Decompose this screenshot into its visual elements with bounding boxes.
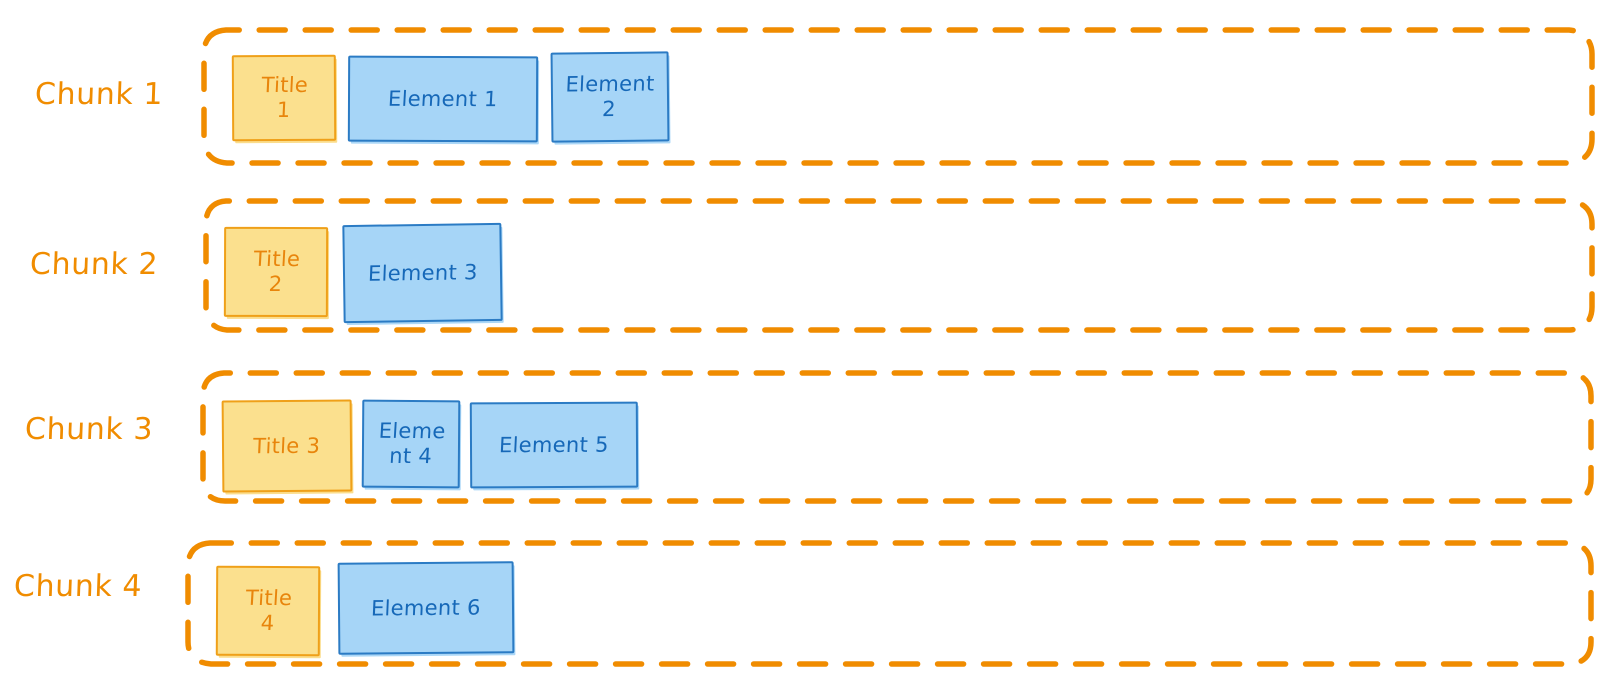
title-card-1-line2: 1	[276, 97, 291, 123]
title-card-3[interactable]: Title 3	[221, 399, 353, 493]
element-card-1-label: Element 1	[387, 86, 499, 111]
title-card-4-line1: Title	[244, 586, 293, 611]
element-card-4-line2: nt 4	[388, 443, 433, 469]
element-card-3[interactable]: Element 3	[342, 222, 503, 324]
chunk-container-2[interactable]	[202, 197, 1596, 333]
chunk-label-2: Chunk 2	[29, 247, 159, 282]
chunk-container-3[interactable]	[198, 369, 1596, 505]
element-card-2-line2: 2	[602, 96, 617, 122]
element-card-6[interactable]: Element 6	[337, 561, 515, 655]
title-card-2-line1: Title	[252, 247, 301, 272]
title-card-2-line2: 2	[267, 271, 283, 297]
chunk-label-4: Chunk 4	[13, 569, 143, 604]
chunk-container-1[interactable]	[200, 26, 1596, 166]
title-card-4-line2: 4	[259, 610, 275, 636]
element-card-5-label: Element 5	[498, 432, 610, 457]
chunk-container-4[interactable]	[184, 538, 1596, 668]
title-card-1-line1: Title	[260, 73, 309, 98]
element-card-5[interactable]: Element 5	[469, 401, 639, 489]
chunk-label-1: Chunk 1	[34, 77, 164, 112]
element-card-1[interactable]: Element 1	[347, 55, 539, 143]
element-card-4-line1: Eleme	[377, 419, 446, 444]
element-card-6-label: Element 6	[370, 595, 482, 621]
element-card-3-label: Element 3	[367, 259, 478, 286]
element-card-2-line1: Element	[565, 71, 656, 97]
chunk-label-3: Chunk 3	[24, 412, 154, 447]
title-card-3-label: Title 3	[252, 433, 322, 458]
